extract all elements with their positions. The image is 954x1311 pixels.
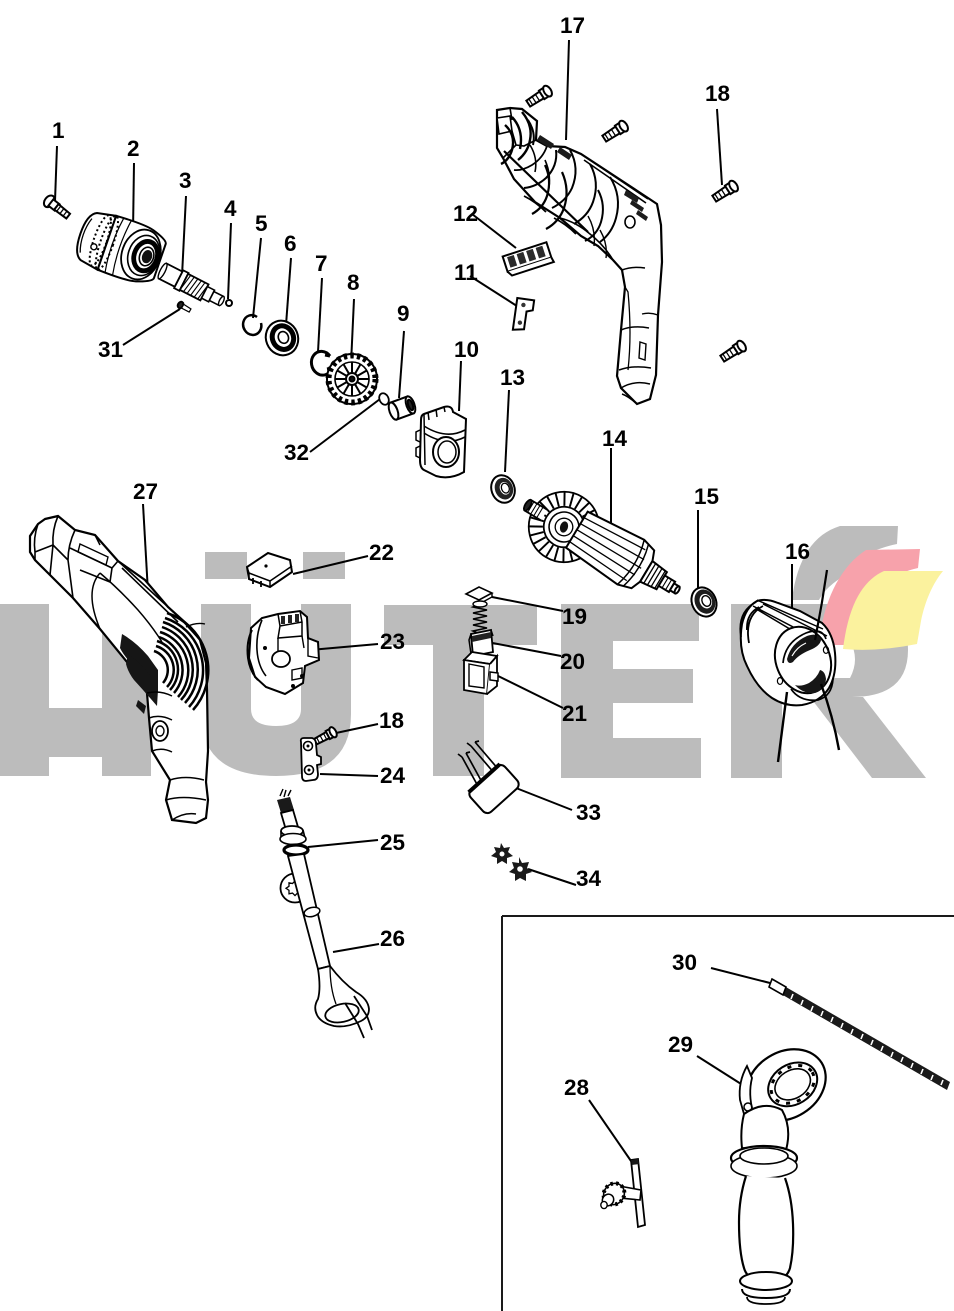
svg-text:4: 4 bbox=[224, 196, 237, 221]
svg-text:30: 30 bbox=[672, 950, 697, 975]
svg-text:6: 6 bbox=[284, 231, 297, 256]
svg-text:3: 3 bbox=[179, 168, 192, 193]
svg-text:27: 27 bbox=[133, 479, 158, 504]
svg-text:5: 5 bbox=[255, 211, 268, 236]
svg-text:7: 7 bbox=[315, 251, 328, 276]
svg-text:17: 17 bbox=[560, 13, 585, 38]
svg-text:1: 1 bbox=[52, 118, 65, 143]
svg-text:20: 20 bbox=[560, 649, 585, 674]
svg-text:23: 23 bbox=[380, 629, 405, 654]
svg-text:25: 25 bbox=[380, 830, 405, 855]
svg-text:18: 18 bbox=[705, 81, 730, 106]
svg-text:19: 19 bbox=[562, 604, 587, 629]
svg-text:34: 34 bbox=[576, 866, 602, 891]
svg-text:15: 15 bbox=[694, 484, 719, 509]
svg-text:8: 8 bbox=[347, 270, 360, 295]
svg-text:2: 2 bbox=[127, 136, 140, 161]
svg-text:9: 9 bbox=[397, 301, 410, 326]
svg-text:10: 10 bbox=[454, 337, 479, 362]
svg-text:22: 22 bbox=[369, 540, 394, 565]
svg-text:26: 26 bbox=[380, 926, 405, 951]
svg-text:32: 32 bbox=[284, 440, 309, 465]
svg-text:14: 14 bbox=[602, 426, 628, 451]
svg-text:18: 18 bbox=[379, 708, 404, 733]
svg-text:31: 31 bbox=[98, 337, 123, 362]
svg-text:16: 16 bbox=[785, 539, 810, 564]
svg-text:11: 11 bbox=[454, 260, 478, 285]
svg-text:33: 33 bbox=[576, 800, 601, 825]
svg-text:21: 21 bbox=[562, 701, 587, 726]
svg-text:29: 29 bbox=[668, 1032, 693, 1057]
svg-text:28: 28 bbox=[564, 1075, 589, 1100]
svg-text:12: 12 bbox=[453, 201, 478, 226]
svg-text:13: 13 bbox=[500, 365, 525, 390]
svg-text:24: 24 bbox=[380, 763, 406, 788]
